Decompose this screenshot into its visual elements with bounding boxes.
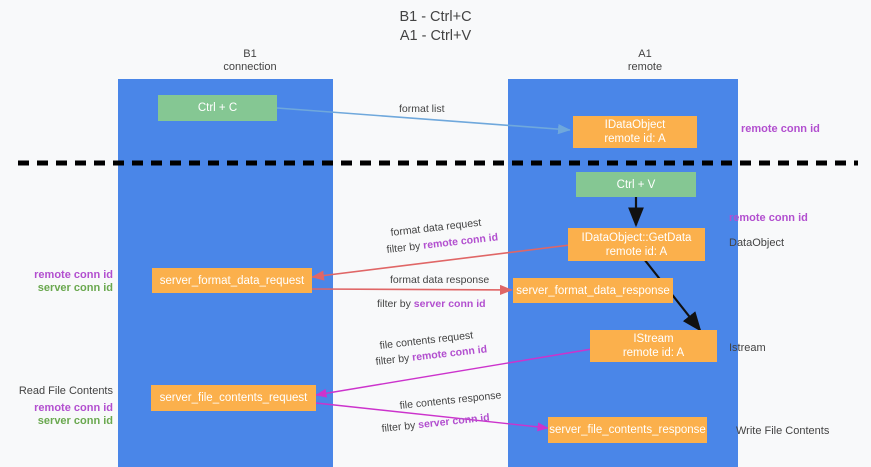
filter-prefix: filter by bbox=[377, 298, 414, 310]
column-header-b1: B1 connection bbox=[223, 48, 277, 73]
node-getdata[interactable]: IDataObject::GetData remote id: A bbox=[568, 228, 705, 261]
node-server-file-contents-request[interactable]: server_file_contents_request bbox=[151, 385, 316, 411]
node-server-file-contents-response[interactable]: server_file_contents_response bbox=[548, 417, 707, 443]
annotation-left-server-conn-id-bottom: server conn id bbox=[37, 415, 113, 427]
filter-value-server-conn-id: server conn id bbox=[417, 411, 491, 432]
annotation-remote-conn-id-mid: remote conn id bbox=[729, 212, 808, 224]
node-istream[interactable]: IStream remote id: A bbox=[590, 330, 717, 362]
arrow-format-data-response bbox=[311, 284, 513, 296]
annotation-dataobject: DataObject bbox=[729, 237, 785, 249]
annotation-read-file-contents: Read File Contents bbox=[18, 385, 113, 397]
annotation-istream: Istream bbox=[729, 342, 766, 354]
filter-prefix: filter by bbox=[386, 239, 424, 256]
edge-label-format-list: format list bbox=[399, 103, 445, 115]
node-idataobject[interactable]: IDataObject remote id: A bbox=[573, 116, 697, 148]
annotation-write-file-contents: Write File Contents bbox=[736, 425, 830, 437]
annotation-left-remote-conn-id-mid: remote conn id bbox=[34, 269, 113, 281]
edge-label-format-data-response-filter: filter by server conn id bbox=[377, 298, 486, 311]
annotation-left-server-conn-id-mid: server conn id bbox=[37, 282, 113, 294]
edge-label-file-contents-response-filter: filter by server conn id bbox=[381, 412, 490, 436]
node-server-format-data-response[interactable]: server_format_data_response bbox=[513, 278, 673, 303]
filter-value-server-conn-id: server conn id bbox=[413, 298, 486, 310]
filter-prefix: filter by bbox=[381, 419, 419, 435]
annotation-remote-conn-id-top: remote conn id bbox=[741, 123, 820, 135]
column-header-a1: A1 remote bbox=[627, 48, 663, 73]
diagram-title: B1 - Ctrl+C A1 - Ctrl+V bbox=[399, 9, 472, 44]
edge-label-format-data-response: format data response bbox=[390, 274, 490, 286]
edge-label-file-contents-response: file contents response bbox=[399, 389, 502, 412]
node-ctrl-v[interactable]: Ctrl + V bbox=[576, 172, 696, 197]
node-server-format-data-request[interactable]: server_format_data_request bbox=[152, 268, 312, 293]
filter-prefix: filter by bbox=[375, 351, 413, 368]
annotation-left-remote-conn-id-bottom: remote conn id bbox=[34, 402, 113, 414]
node-ctrl-c[interactable]: Ctrl + C bbox=[158, 95, 277, 121]
